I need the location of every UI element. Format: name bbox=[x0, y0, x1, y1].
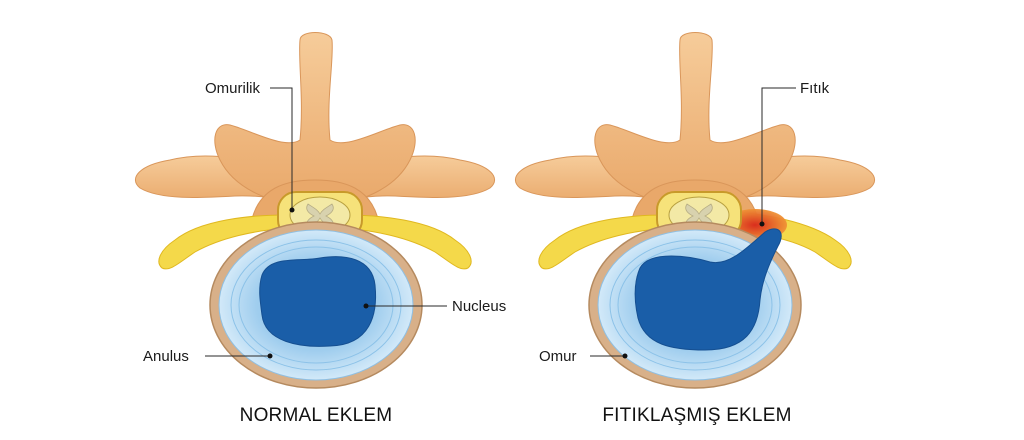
label-fitik: Fıtık bbox=[800, 80, 830, 97]
spinous-process-2 bbox=[594, 32, 796, 206]
nucleus-pulposus bbox=[259, 256, 377, 347]
caption-normal: NORMAL EKLEM bbox=[240, 405, 393, 426]
leader-fitik bbox=[761, 87, 796, 222]
herniated-nucleus bbox=[634, 228, 782, 351]
normal-vertebra-illustration bbox=[134, 32, 496, 389]
leader-dot-omurilik bbox=[289, 207, 295, 213]
label-omurilik: Omurilik bbox=[205, 80, 260, 97]
right-nerve-root bbox=[339, 214, 472, 270]
left-nerve-root-2 bbox=[538, 214, 671, 270]
leader-dot-nucleus bbox=[363, 303, 369, 309]
herniated-vertebra-illustration bbox=[514, 32, 876, 389]
left-nerve-root bbox=[158, 214, 291, 270]
leader-omurilik bbox=[270, 87, 293, 208]
herniated-leaders bbox=[590, 87, 796, 359]
label-nucleus: Nucleus bbox=[452, 298, 506, 315]
label-omur: Omur bbox=[539, 348, 577, 365]
leader-dot-fitik bbox=[759, 221, 765, 227]
label-anulus: Anulus bbox=[143, 348, 189, 365]
caption-herniated: FITIKLAŞMIŞ EKLEM bbox=[602, 405, 791, 426]
leader-dot-anulus bbox=[267, 353, 273, 359]
spinous-process bbox=[214, 32, 416, 206]
normal-leaders bbox=[205, 87, 447, 359]
leader-dot-omur bbox=[622, 353, 628, 359]
